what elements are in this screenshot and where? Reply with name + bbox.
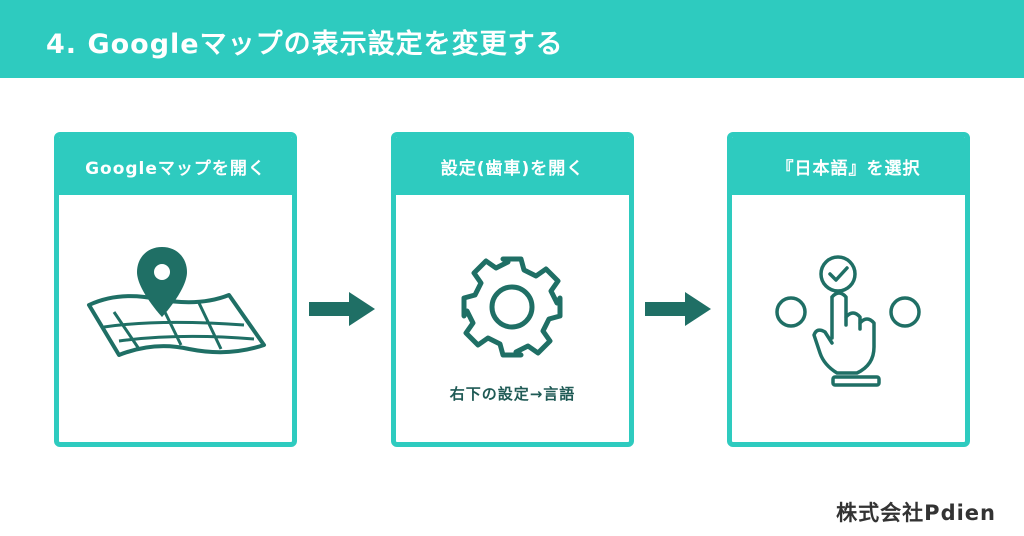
step-card-open-maps: Googleマップを開く (54, 132, 297, 447)
step-caption: 右下の設定→言語 (449, 385, 576, 403)
header-band: 4. Googleマップの表示設定を変更する (0, 0, 1024, 78)
arrow-right-icon (645, 292, 711, 326)
step-card-select-japanese: 『日本語』を選択 (727, 132, 970, 447)
arrow-right-icon (309, 292, 375, 326)
step-body (732, 195, 965, 442)
step-title: Googleマップを開く (59, 137, 292, 195)
company-logo-text: 株式会社Pdien (836, 501, 996, 525)
gear-icon (461, 256, 563, 358)
step-body (59, 195, 292, 442)
map-pin-icon (87, 247, 266, 357)
step-title: 『日本語』を選択 (732, 137, 965, 195)
step-card-open-settings: 設定(歯車)を開く 右下の設定→言語 (391, 132, 634, 447)
tap-select-icon (775, 255, 921, 387)
page-title: 4. Googleマップの表示設定を変更する (46, 29, 564, 60)
step-title: 設定(歯車)を開く (396, 137, 629, 195)
step-body: 右下の設定→言語 (396, 195, 629, 442)
